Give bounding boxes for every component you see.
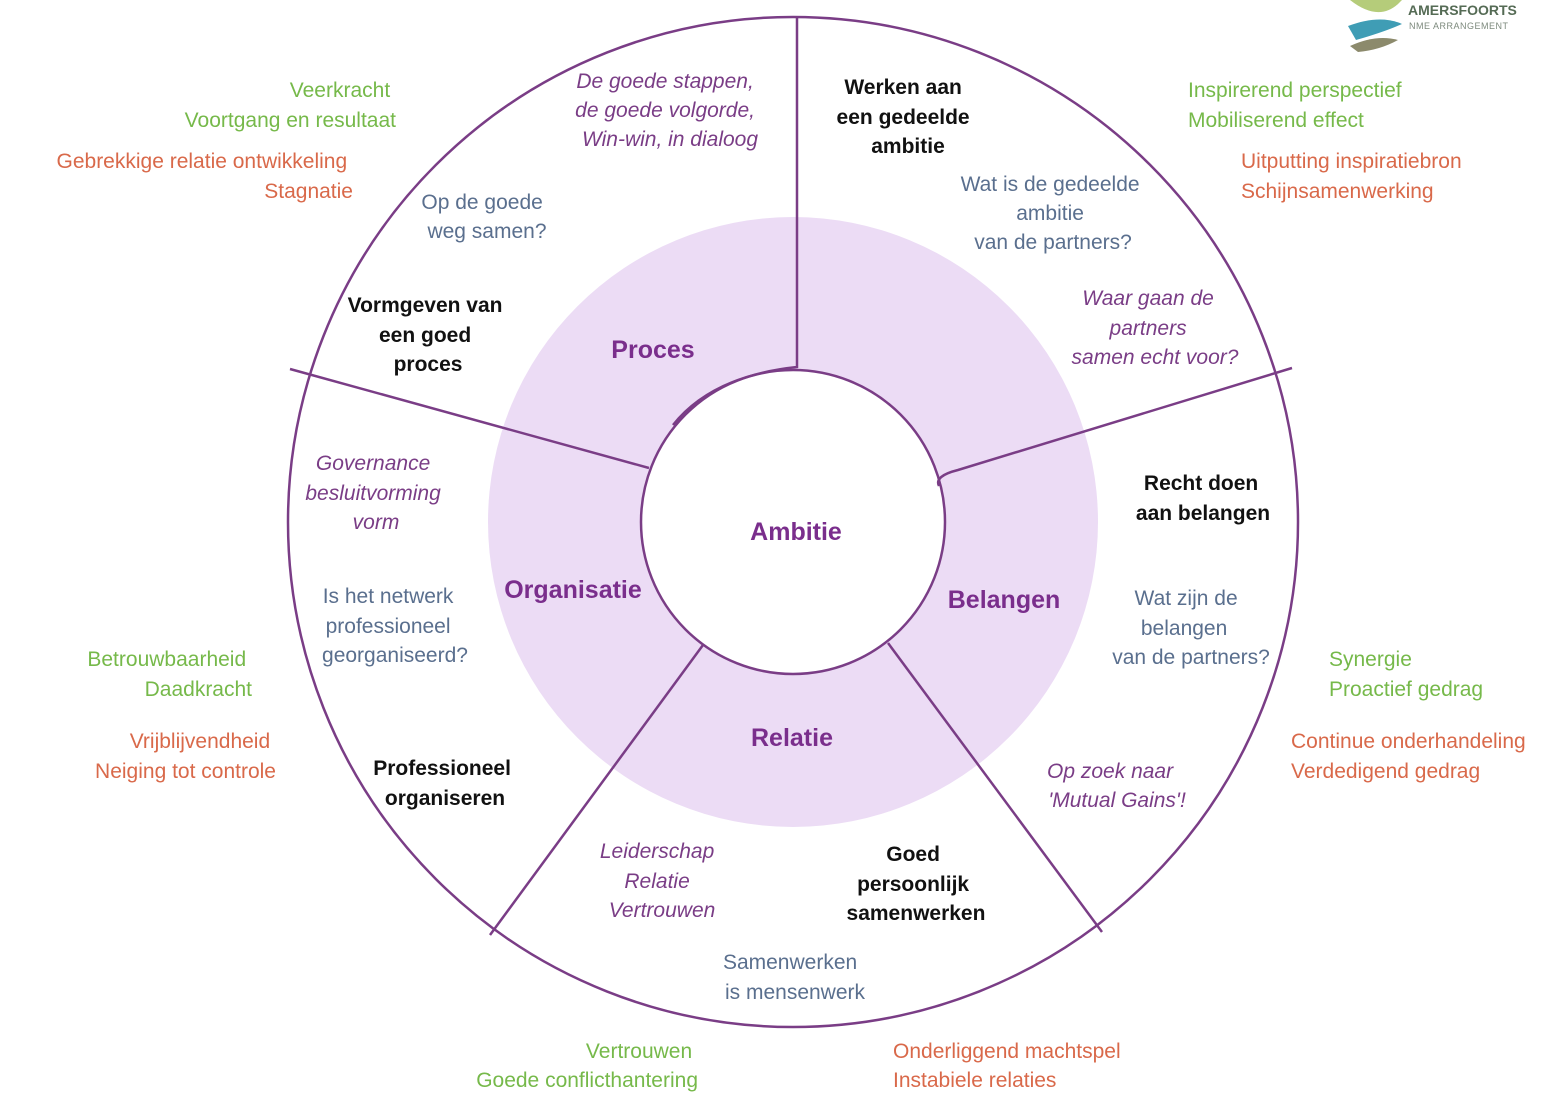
segment-ambitie: Werken aan een gedeelde ambitie Wat is d… — [837, 76, 1467, 369]
belangen-negative: Continue onderhandeling Verdedigend gedr… — [1291, 730, 1532, 783]
core-label-proces: Proces — [611, 336, 694, 364]
belangen-question: Wat zijn de belangen van de partners? — [1112, 587, 1270, 669]
divider-organisatie-proces — [289, 367, 650, 470]
relatie-italic: Leiderschap Relatie Vertrouwen — [600, 840, 720, 922]
divider-ambitie-belangen — [936, 366, 1293, 487]
proces-negative: Gebrekkige relatie ontwikkeling Stagnati… — [57, 150, 354, 203]
divider-proces-ambitie — [672, 17, 799, 426]
relatie-positive: Vertrouwen Goede conflicthantering — [476, 1040, 698, 1092]
organisatie-positive: Betrouwbaarheid Daadkracht — [87, 648, 252, 701]
logo: AMERSFOORTS NME ARRANGEMENT — [1348, 0, 1517, 52]
segment-organisatie: Governance besluitvorming vorm Is het ne… — [87, 452, 517, 810]
relatie-title: Goed persoonlijk samenwerken — [847, 843, 986, 925]
segment-relatie: Leiderschap Relatie Vertrouwen Goed pers… — [476, 840, 1126, 1092]
ambitie-negative: Uitputting inspiratiebron Schijnsamenwer… — [1241, 150, 1467, 203]
ambitie-title: Werken aan een gedeelde ambitie — [837, 76, 976, 158]
segment-dividers — [289, 17, 1293, 936]
logo-subtitle: NME ARRANGEMENT — [1409, 21, 1509, 31]
organisatie-negative: Vrijblijvendheid Neiging tot controle — [95, 730, 276, 783]
logo-title: AMERSFOORTS — [1408, 2, 1517, 18]
leaf-swirl-logo-icon — [1348, 0, 1402, 52]
center-label: Ambitie — [750, 518, 842, 546]
center-circle — [639, 368, 947, 676]
segment-belangen: Recht doen aan belangen Wat zijn de bela… — [1047, 472, 1532, 812]
relatie-question: Samenwerken is mensenwerk — [723, 951, 866, 1004]
proces-positive: Veerkracht Voortgang en resultaat — [185, 79, 396, 132]
divider-belangen-relatie — [886, 642, 1104, 933]
belangen-italic: Op zoek naar 'Mutual Gains'! — [1047, 760, 1186, 812]
belangen-title: Recht doen aan belangen — [1136, 472, 1270, 525]
ambitie-positive: Inspirerend perspectief Mobiliserend eff… — [1188, 79, 1407, 132]
belangen-positive: Synergie Proactief gedrag — [1329, 648, 1483, 701]
ambitie-italic: Waar gaan de partners samen echt voor? — [1072, 287, 1239, 369]
ambitie-question: Wat is de gedeelde ambitie van de partne… — [961, 173, 1146, 254]
core-label-relatie: Relatie — [751, 724, 833, 752]
proces-italic: De goede stappen, de goede volgorde, Win… — [575, 70, 761, 151]
organisatie-italic: Governance besluitvorming vorm — [305, 452, 446, 534]
relatie-negative: Onderliggend machtspel Instabiele relati… — [893, 1040, 1126, 1092]
core-label-belangen: Belangen — [948, 586, 1061, 614]
organisatie-title: Professioneel organiseren — [373, 757, 517, 810]
proces-title: Vormgeven van een goed proces — [348, 294, 509, 376]
segment-proces: De goede stappen, de goede volgorde, Win… — [57, 70, 761, 376]
core-label-organisatie: Organisatie — [504, 576, 642, 604]
organisatie-question: Is het netwerk professioneel georganisee… — [322, 585, 468, 667]
divider-relatie-organisatie — [488, 644, 705, 936]
proces-question: Op de goede weg samen? — [421, 191, 548, 243]
